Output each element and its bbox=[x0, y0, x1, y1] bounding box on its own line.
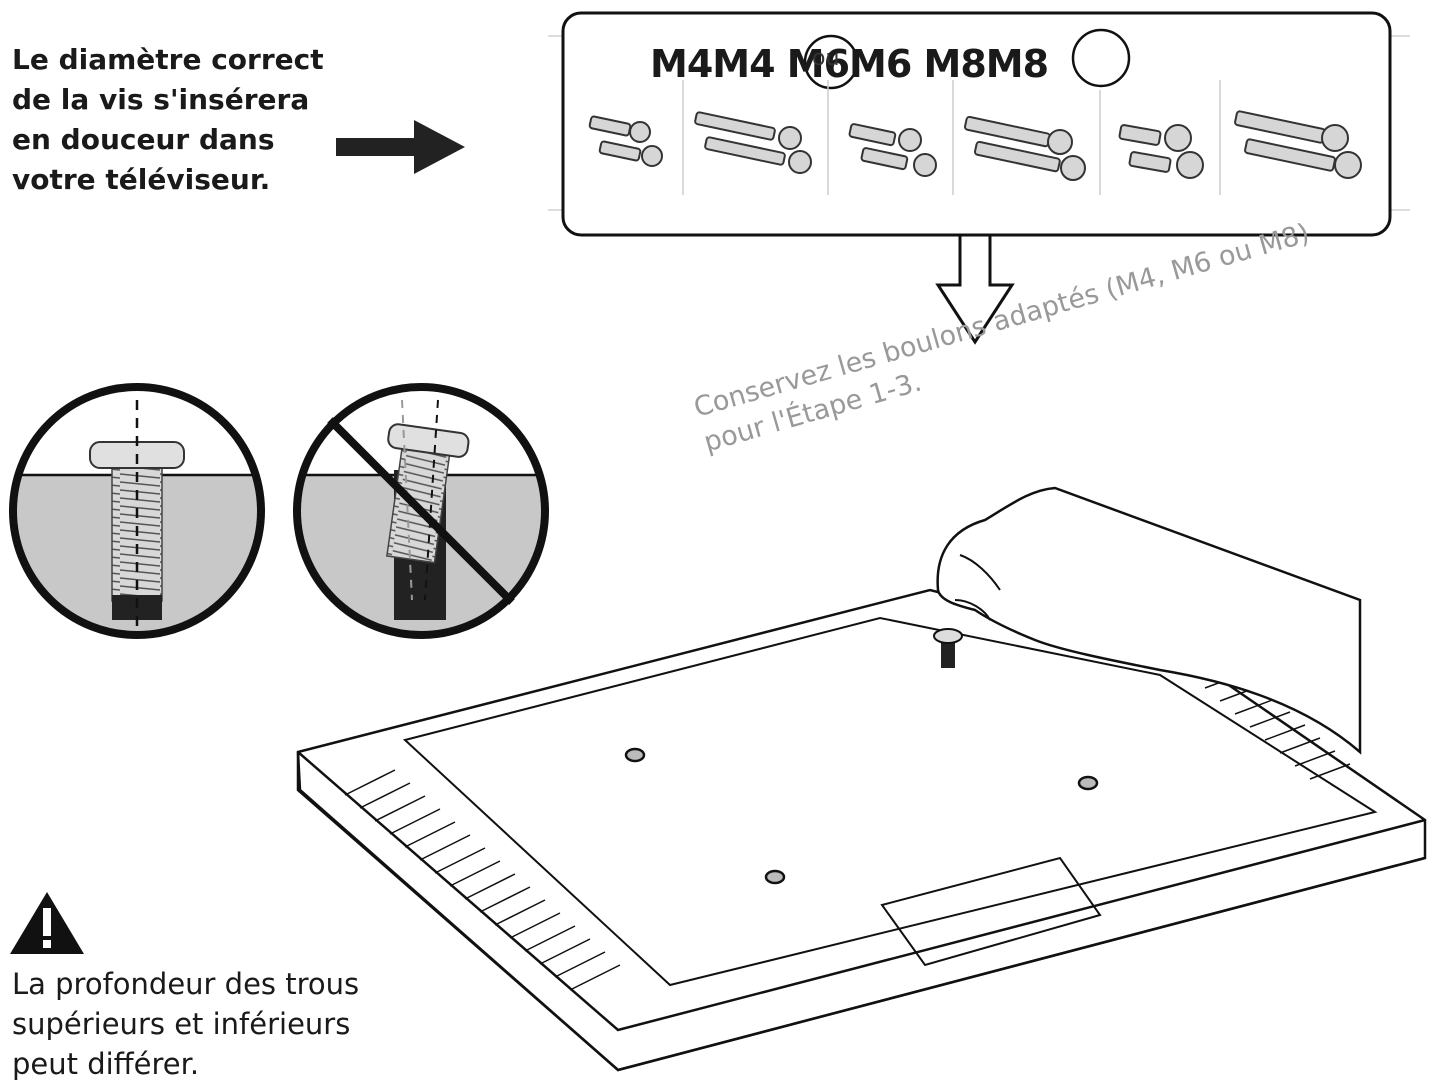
screw-pack bbox=[548, 11, 1410, 237]
intro-line: votre téléviseur. bbox=[12, 163, 271, 196]
incorrect-screw-icon bbox=[293, 383, 549, 639]
intro-text: Le diamètre correct de la vis s'insérera… bbox=[12, 40, 324, 200]
warning-line: peut différer. bbox=[12, 1047, 200, 1081]
mounting-hole-icon bbox=[624, 747, 646, 763]
warning-triangle-icon bbox=[10, 892, 84, 954]
screw-icon bbox=[588, 110, 1362, 181]
correct-screw-icon bbox=[9, 383, 265, 639]
screw-label-m6: M6M6 bbox=[786, 42, 913, 86]
mounting-hole-icon bbox=[1077, 775, 1099, 791]
mounting-hole-icon bbox=[764, 869, 786, 885]
hand-icon bbox=[936, 486, 1362, 755]
or-label: ou bbox=[812, 46, 840, 71]
screw-label-m8: M8M8 bbox=[923, 42, 1050, 86]
arrow-right-icon bbox=[336, 120, 465, 174]
screw-label-m4: M4M4 bbox=[650, 42, 776, 86]
warning-text: La profondeur des trous supérieurs et in… bbox=[12, 964, 359, 1084]
screw-size-labels: M4M4 M6M6 M8M8 bbox=[650, 42, 1050, 86]
warning-line: La profondeur des trous bbox=[12, 967, 360, 1001]
hole-icon bbox=[1071, 28, 1131, 88]
intro-line: Le diamètre correct bbox=[12, 43, 324, 76]
screw-icon bbox=[933, 628, 963, 668]
intro-line: de la vis s'insérera bbox=[12, 83, 310, 116]
arrow-down-icon bbox=[935, 233, 1015, 345]
intro-line: en douceur dans bbox=[12, 123, 275, 156]
tv-back-panel bbox=[296, 588, 1427, 1072]
warning-line: supérieurs et inférieurs bbox=[12, 1007, 351, 1041]
hole-icon bbox=[803, 34, 859, 90]
